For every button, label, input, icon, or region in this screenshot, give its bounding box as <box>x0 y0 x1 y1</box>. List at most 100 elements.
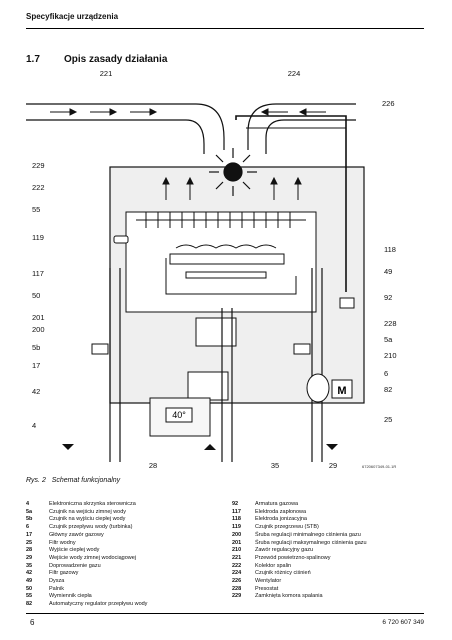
legend-number: 5b <box>26 516 33 523</box>
svg-text:5b: 5b <box>32 343 40 352</box>
legend-number: 25 <box>26 539 33 546</box>
caption-prefix: Rys. 2 <box>26 477 46 484</box>
legend-number: 228 <box>232 585 242 592</box>
legend-number: 5a <box>26 508 33 515</box>
legend-text: Filtr gazowy <box>49 570 79 577</box>
burner <box>169 253 285 265</box>
fan-icon <box>209 148 257 196</box>
svg-text:5a: 5a <box>384 335 393 344</box>
legend-item: 5a Czujnik na wejściu zimnej wody <box>26 509 147 517</box>
legend-number: 201 <box>232 539 242 546</box>
legend-number: 119 <box>232 524 241 531</box>
legend-text: Elektroniczna skrzynka sterownicza <box>49 501 136 507</box>
legend-number: 4 <box>26 501 30 507</box>
flow-arrows <box>50 108 326 200</box>
svg-text:42: 42 <box>32 387 40 396</box>
legend-number: 28 <box>26 547 33 554</box>
temperature-display: 40° <box>172 410 186 420</box>
legend-text: Automatyczny regulator przepływu wody <box>49 601 148 608</box>
legend-text: Armatura gazowa <box>255 501 299 507</box>
legend-text: Wymiennik ciepła <box>49 593 92 600</box>
svg-text:50: 50 <box>32 291 40 300</box>
legend-text: Elektroda jonizacyjna <box>255 516 307 523</box>
legend-text: Czujnik na wejściu zimnej wody <box>49 508 127 515</box>
legend-number: 221 <box>232 554 242 561</box>
legend-number: 49 <box>26 578 33 585</box>
legend-number: 224 <box>232 570 242 577</box>
svg-text:92: 92 <box>384 293 392 302</box>
svg-text:82: 82 <box>384 385 392 394</box>
legend-item: 210 Zawór regulacyjny gazu <box>232 547 367 555</box>
legend-number: 35 <box>26 562 33 569</box>
legend-text: Doprowadzenie gazu <box>49 562 101 569</box>
legend-item: 55 Wymiennik ciepła <box>26 593 147 601</box>
legend-text: Filtr wodny <box>49 539 76 546</box>
svg-text:210: 210 <box>384 351 397 360</box>
page-number: 6 <box>30 618 35 627</box>
legend-item: 92 Armatura gazowa <box>232 501 367 509</box>
functional-diagram: M 40° 221 224 226 229 222 55 119 117 50 … <box>26 69 397 470</box>
legend-text: Śruba regulacji minimalnego ciśnienia ga… <box>255 531 361 538</box>
legend-item: 226 Wentylator <box>232 578 367 586</box>
svg-text:201: 201 <box>32 313 45 322</box>
legend-item: 200 Śruba regulacji minimalnego ciśnienia… <box>232 532 367 540</box>
legend-text: Śruba regulacji maksymalnego ciśnienia g… <box>255 539 367 546</box>
legend-number: 229 <box>232 593 242 600</box>
legend-number: 55 <box>26 593 33 600</box>
image-code: 6720607349-01.1R <box>362 464 396 469</box>
legend-text: Czujnik różnicy ciśnień <box>255 570 311 577</box>
legend-item: 6 Czujnik przepływu wody (turbinka) <box>26 524 147 532</box>
svg-text:221: 221 <box>100 69 113 78</box>
svg-text:118: 118 <box>384 245 396 254</box>
legend-text: Główny zawór gazowy <box>49 531 104 538</box>
legend-item: 201 Śruba regulacji maksymalnego ciśnieni… <box>232 540 367 548</box>
svg-text:229: 229 <box>32 161 45 170</box>
svg-text:226: 226 <box>382 99 395 108</box>
legend-number: 92 <box>232 501 239 507</box>
legend-number: 29 <box>26 554 33 561</box>
legend-text: Zawór regulacyjny gazu <box>255 547 314 554</box>
legend-number: 226 <box>232 578 242 585</box>
legend-text: Presostat <box>255 585 279 592</box>
section-number: 1.7 <box>26 54 40 65</box>
legend-text: Kolektor spalin <box>255 562 292 569</box>
legend-item: 35 Doprowadzenie gazu <box>26 563 147 571</box>
legend-number: 17 <box>26 531 33 538</box>
svg-text:49: 49 <box>384 267 392 276</box>
legend-item: 28 Wyjście ciepłej wody <box>26 547 147 555</box>
legend-item: 224 Czujnik różnicy ciśnień <box>232 570 367 578</box>
footer-rule <box>26 613 424 614</box>
legend-number: 42 <box>26 570 33 577</box>
legend-text: Czujnik przepływu wody (turbinka) <box>49 524 133 531</box>
svg-text:25: 25 <box>384 415 392 424</box>
legend-text: Czujnik przegrzewu (STB) <box>255 524 319 531</box>
legend-number: 117 <box>232 508 241 515</box>
legend-number: 200 <box>232 531 242 538</box>
svg-text:119: 119 <box>32 233 44 242</box>
svg-text:224: 224 <box>288 69 301 78</box>
sensor-5b <box>91 343 109 355</box>
legend-number: 222 <box>232 562 242 569</box>
svg-text:200: 200 <box>32 325 45 334</box>
caption-text: Schemat funkcjonalny <box>51 477 121 484</box>
legend-number: 118 <box>232 516 241 523</box>
legend-number: 210 <box>232 547 242 554</box>
gas-valve <box>195 317 237 347</box>
legend-item: 29 Wejście wody zimnej wodociągowej <box>26 555 147 563</box>
legend-item: 42 Filtr gazowy <box>26 570 147 578</box>
heat-exchanger <box>136 212 306 228</box>
legend-item: 25 Filtr wodny <box>26 540 147 548</box>
pressure-switch <box>339 297 355 309</box>
legend-number: 6 <box>26 524 30 531</box>
legend-text: Wentylator <box>255 578 282 585</box>
svg-text:28: 28 <box>149 461 157 470</box>
legend-text: Wejście wody zimnej wodociągowej <box>49 554 137 561</box>
svg-text:29: 29 <box>329 461 337 470</box>
legend-text: Wyjście ciepłej wody <box>49 547 100 554</box>
